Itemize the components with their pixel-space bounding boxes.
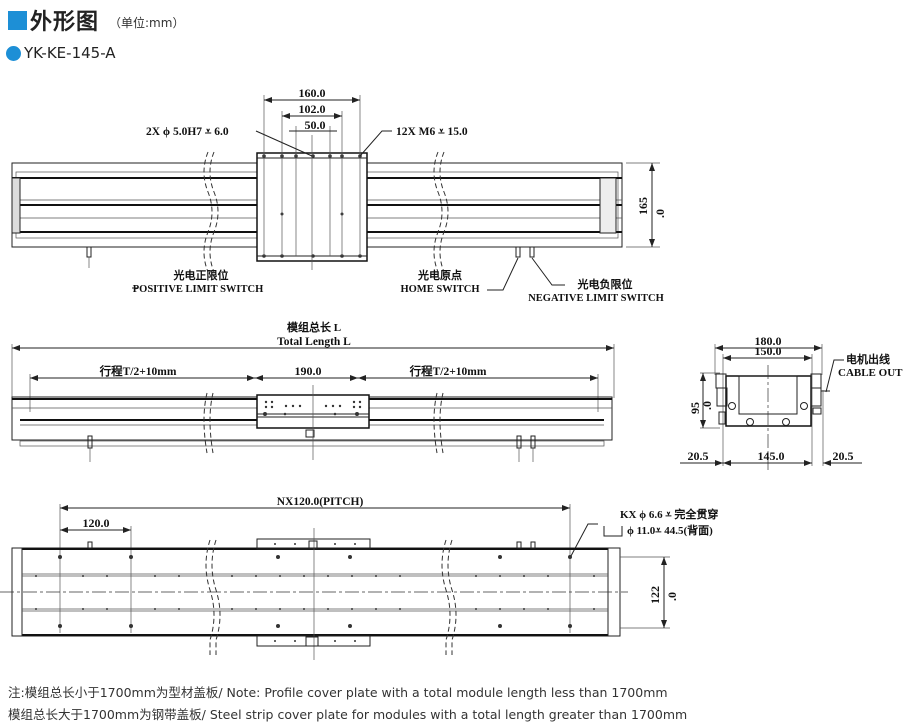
home-switch-cn: 光电原点 xyxy=(417,268,462,282)
neg-switch-en: NEGATIVE LIMIT SWITCH xyxy=(528,293,664,304)
pos-switch-en: POSITIVE LIMIT SWITCH xyxy=(133,284,264,295)
cable-label-cn: 电机出线 xyxy=(846,352,890,366)
circle-bullet-icon xyxy=(6,45,21,61)
dim-165-dec: .0 xyxy=(653,209,667,218)
dim-122: 122 xyxy=(648,586,662,604)
dim-122-dec: .0 xyxy=(665,592,679,601)
pitch-dim: NX120.0(PITCH) xyxy=(277,496,364,508)
dim-150: 150.0 xyxy=(755,344,782,358)
home-switch-en: HOME SWITCH xyxy=(400,284,479,295)
dim-50: 50.0 xyxy=(305,118,326,132)
stroke-right: 行程T/2+10mm xyxy=(409,364,487,378)
front-view: 模组总长 L Total Length L 行程T/2+10mm 190.0 行… xyxy=(11,320,615,462)
bottom-view: NX120.0(PITCH) 120.0 KX ϕ 6.6 ⩡ 完全贯穿 ϕ 1… xyxy=(0,496,718,660)
pos-switch-cn: 光电正限位 xyxy=(173,268,229,282)
cable-label-en: CABLE OUT xyxy=(838,367,903,379)
unit-label: （单位:mm） xyxy=(109,15,185,30)
side-view: 180.0 150.0 95 .0 20.5 145.0 20.5 电机出线 C… xyxy=(680,334,903,470)
dim-145: 145.0 xyxy=(758,449,785,463)
tap-hole-callout: 12X M6 ⩡ 15.0 xyxy=(396,126,468,138)
dim-165: 165 xyxy=(636,197,650,215)
dim-102: 102.0 xyxy=(299,102,326,116)
dim-190: 190.0 xyxy=(295,364,322,378)
total-length-en: Total Length L xyxy=(277,336,351,348)
hole-spec-2: ϕ 11.0⩡ 44.5(背面) xyxy=(627,523,713,537)
dim-right-20-5: 20.5 xyxy=(833,449,854,463)
total-length-cn: 模组总长 L xyxy=(287,320,341,334)
dim-120: 120.0 xyxy=(83,516,110,530)
dim-160: 160.0 xyxy=(299,86,326,100)
notes: 注:模组总长小于1700mm为型材盖板/ Note: Profile cover… xyxy=(8,682,687,726)
dim-180: 180.0 xyxy=(755,334,782,348)
hole-spec-1: KX ϕ 6.6 ⩡ 完全贯穿 xyxy=(620,507,718,521)
section-header: 外形图 （单位:mm） xyxy=(8,4,184,36)
model-label: YK-KE-145-A xyxy=(6,44,116,62)
note-line: 注:模组总长小于1700mm为型材盖板/ Note: Profile cover… xyxy=(8,685,668,700)
dim-95-dec: .0 xyxy=(700,401,714,410)
pin-hole-callout: 2X ϕ 5.0H7 ⩡ 6.0 xyxy=(146,126,229,138)
section-title: 外形图 xyxy=(30,10,100,35)
dim-95: 95 xyxy=(688,402,702,414)
neg-switch-cn: 光电负限位 xyxy=(577,277,633,291)
dim-left-20-5: 20.5 xyxy=(688,449,709,463)
square-bullet-icon xyxy=(8,10,27,30)
stroke-left: 行程T/2+10mm xyxy=(99,364,177,378)
model-name: YK-KE-145-A xyxy=(24,44,116,62)
top-view: 160.0 102.0 50.0 2X ϕ 5.0H7 ⩡ 6.0 12X M6… xyxy=(11,86,667,304)
note-line: 模组总长大于1700mm为钢带盖板/ Steel strip cover pla… xyxy=(8,707,688,722)
